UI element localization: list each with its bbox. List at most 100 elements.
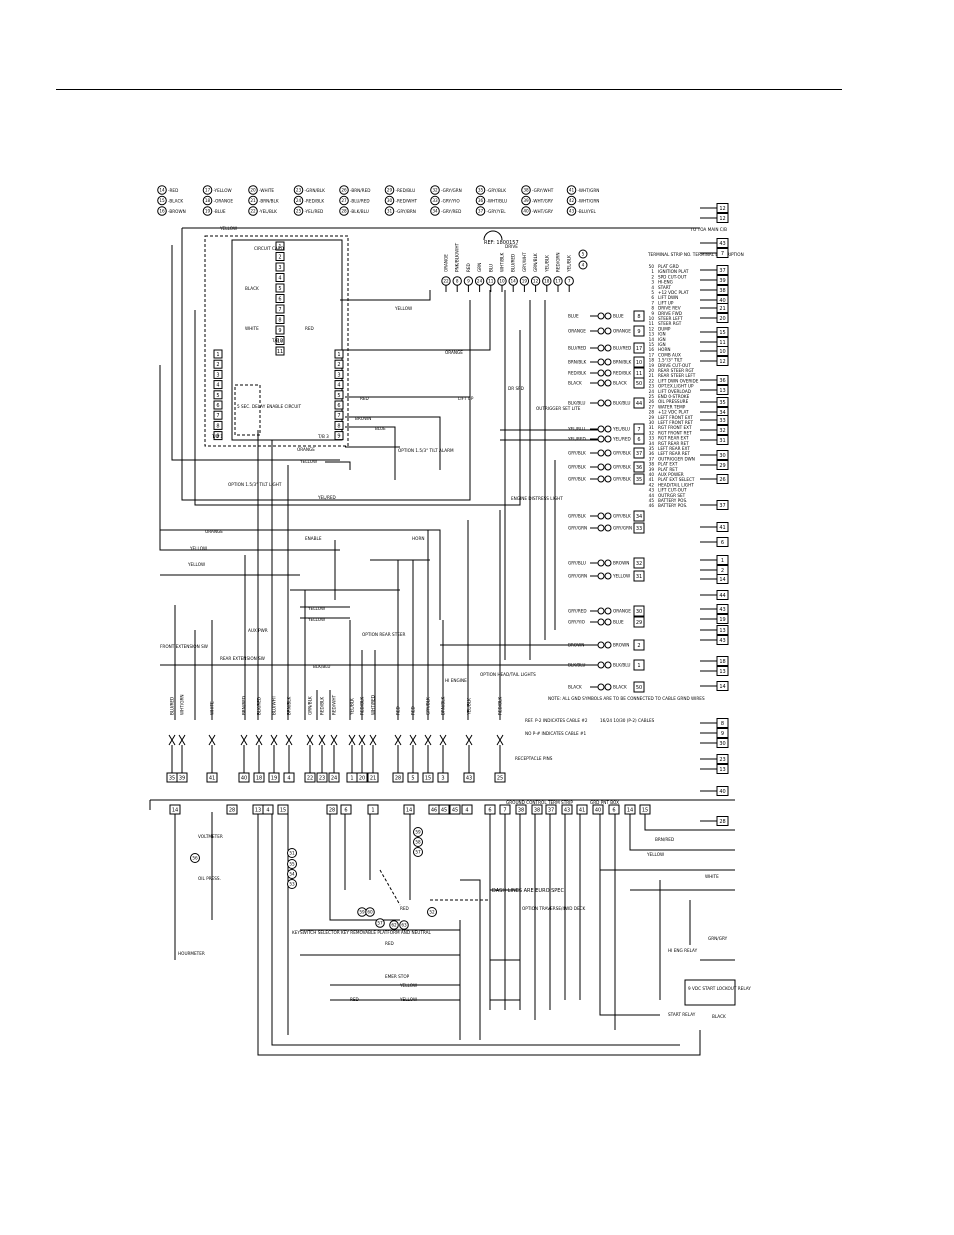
wire-label: YELLOW	[307, 606, 325, 611]
right-terminal-label: 12	[719, 216, 725, 222]
right-terminal-label: 13	[719, 628, 725, 634]
card-tb2-terminal-label: 2	[278, 255, 281, 261]
legend-item-circle	[293, 206, 304, 216]
legend-item-circle	[248, 195, 258, 206]
legend-color: -RED/BLU	[396, 188, 416, 193]
right-terminal-label: 13	[719, 669, 725, 675]
mid-wire-out: BLK/BLU	[613, 401, 630, 406]
card-tb1-terminal-box	[213, 359, 223, 369]
terminal-desc-no: 39	[649, 467, 655, 472]
label-tilt-light: OPTION 1.5/3° TILT LIGHT	[228, 482, 282, 487]
drive-pin-label: 8	[456, 279, 459, 284]
mid-wire-in: RED/BLK	[568, 371, 586, 376]
label-front-ext: FRONT EXTENSION SW	[160, 644, 208, 649]
ground-strip-terminal-label: 40	[595, 808, 601, 814]
pin-wire-color: YEL/BLK	[350, 698, 355, 716]
ground-strip-terminal-box	[367, 804, 379, 815]
mid-pin-b-circle	[604, 641, 612, 649]
mid-pin-a-circle	[597, 683, 605, 691]
mid-terminal-label: 2	[637, 643, 640, 649]
legend-item-label: 16	[159, 209, 165, 214]
right-terminal-label: 43	[719, 638, 725, 644]
terminal-desc-no: 6	[651, 295, 654, 300]
terminal-desc-no: 40	[649, 472, 655, 477]
mid-pin-b-circle	[604, 435, 612, 443]
mid-wire-in: GRY/BLK	[568, 514, 586, 519]
legend-item-label: 38	[523, 188, 529, 193]
wire-label: BLK/BLU	[313, 664, 330, 669]
pin-cross	[285, 734, 293, 746]
lower-ref-circle	[287, 859, 297, 869]
mid-pin-b-circle	[604, 572, 612, 580]
right-terminal-label: 37	[719, 503, 725, 509]
label-outrigger-set: OUTRIGGER SET LITE	[536, 406, 581, 411]
terminal-desc-no: 50	[649, 264, 655, 269]
legend-item-label: 15	[159, 198, 165, 203]
mid-wire-out: BROWN	[613, 561, 629, 566]
pin-wire-color: WHITE	[210, 701, 215, 715]
terminal-desc-no: 3	[651, 280, 654, 285]
card-tb1-terminal-box	[213, 410, 223, 420]
card-tb3-terminal-box	[334, 420, 344, 430]
mid-pin-a-circle	[597, 463, 605, 471]
right-terminal-label: 39	[719, 278, 725, 284]
wire-label: YELLOW	[219, 226, 237, 231]
right-terminal-label: 21	[719, 306, 725, 312]
drive-pin-color: BLU/RED	[511, 254, 516, 272]
legend-color: -BROWN	[168, 209, 186, 214]
lower-ref-circle	[287, 848, 297, 858]
right-terminal-label: 30	[719, 741, 725, 747]
receptacle-pin-box	[407, 772, 419, 783]
legend-item-label: 19	[205, 209, 211, 214]
ground-strip-terminal-box	[449, 804, 461, 815]
legend-item-circle	[384, 185, 395, 195]
mid-wire-in: YEL/RED	[567, 437, 586, 442]
wire-label: BROWN	[355, 416, 371, 421]
terminal-desc-no: 14	[649, 337, 655, 342]
mid-terminal-box	[633, 325, 645, 337]
label-note-gnd: NOTE: ALL GND SYMBOLS ARE TO BE CONNECTE…	[548, 696, 705, 701]
receptacle-pin-label: 19	[271, 776, 277, 782]
terminal-desc-no: 34	[649, 441, 655, 446]
mid-terminal-box	[633, 447, 645, 459]
terminal-desc-text: RGT REAR RET	[658, 441, 689, 446]
mid-pin-a-circle	[597, 618, 605, 626]
ground-strip-terminal-label: 45	[452, 808, 458, 814]
legend-color: -BLACK	[168, 198, 183, 203]
terminal-desc-text: STEER LEFT	[658, 316, 683, 321]
label-horn: HORN	[412, 536, 425, 541]
lower-ref-label: 52	[429, 910, 435, 915]
mid-wire-out: ORANGE	[613, 609, 631, 614]
lower-ref-label: 54	[289, 872, 295, 877]
mid-wire-in: BROWN	[568, 643, 584, 648]
drive-pin-label: 10	[499, 279, 505, 284]
mid-wire-out: GRY/GRN	[613, 526, 632, 531]
lower-ref-label: 55	[289, 862, 295, 867]
card-tb3-terminal-label: 3	[337, 372, 340, 378]
drive-ref-circle	[578, 249, 588, 259]
label-rear-ext: REAR EXTENSION SW	[220, 656, 265, 661]
label-oil-press: OIL PRESS.	[198, 876, 221, 881]
ground-strip-terminal-box	[592, 804, 604, 815]
right-terminal-label: 40	[719, 789, 725, 795]
wire-label: YELLOW	[646, 852, 664, 857]
pin-wire-color: RED/BLK	[360, 697, 365, 715]
card-tb2-terminal-box	[275, 252, 285, 261]
terminal-desc-text: RGT REAR EXT	[658, 436, 689, 441]
legend-item-label: 30	[387, 198, 393, 203]
mid-wire-out: GRY/BLK	[613, 477, 631, 482]
terminal-desc-text: IGN	[658, 337, 666, 342]
mid-wire-out: BLUE	[613, 314, 624, 319]
right-terminal-label: 12	[719, 206, 725, 212]
mid-pin-b-circle	[604, 369, 612, 377]
terminal-desc-text: LIFT UP	[658, 300, 674, 305]
card-tb3-terminal-box	[334, 390, 344, 400]
pin-cross	[240, 734, 248, 746]
lower-ref-label: 58	[415, 840, 421, 845]
card-tb2-terminal-label: 4	[278, 276, 281, 282]
mid-terminal-label: 36	[636, 465, 642, 471]
ground-strip-terminal-box	[576, 804, 588, 815]
mid-terminal-label: 8	[637, 314, 640, 320]
legend-item-circle	[202, 206, 213, 216]
